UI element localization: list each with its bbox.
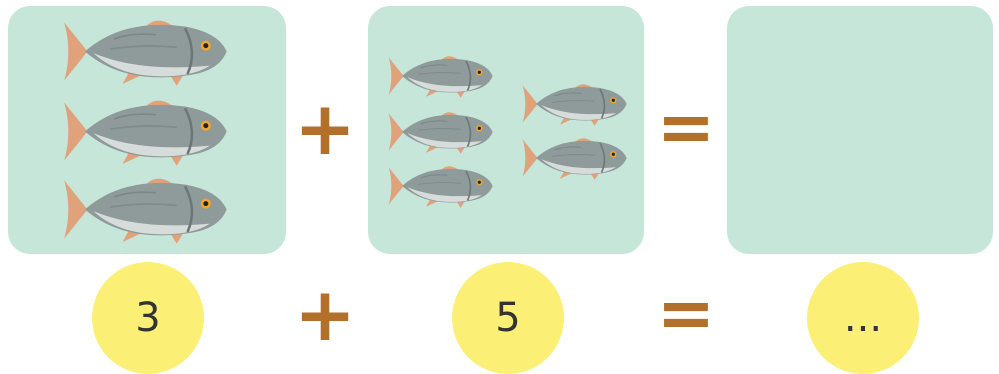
fish-icon: [388, 166, 493, 208]
fish-icon: [522, 138, 627, 180]
plus-sign-bottom: +: [293, 272, 356, 358]
fish-icon: [64, 20, 227, 86]
fish-icon: [64, 178, 227, 244]
fish-icon: [388, 112, 493, 154]
equals-sign-top: =: [656, 86, 716, 168]
answer-bubble[interactable]: ...: [807, 262, 919, 374]
equals-sign-bottom: =: [656, 272, 716, 354]
plus-sign-top: +: [293, 86, 356, 172]
fish-icon: [522, 84, 627, 126]
left-number-bubble: 3: [92, 262, 204, 374]
right-number-bubble: 5: [452, 262, 564, 374]
answer-placeholder: ...: [843, 295, 883, 341]
right-number: 5: [495, 295, 521, 341]
fish-icon: [388, 56, 493, 98]
fish-icon: [64, 100, 227, 166]
left-number: 3: [135, 295, 161, 341]
answer-panel[interactable]: [727, 6, 993, 254]
